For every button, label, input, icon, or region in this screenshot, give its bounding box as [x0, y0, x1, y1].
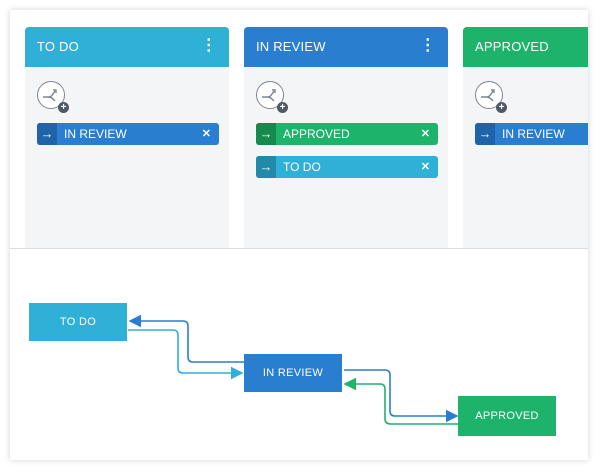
arrow-right-icon: →: [256, 156, 276, 178]
plus-icon: +: [58, 102, 69, 113]
column-title: APPROVED: [475, 39, 549, 54]
column-header: IN REVIEW ⋮: [244, 27, 448, 67]
branch-icon: [481, 89, 495, 102]
transition-tag[interactable]: → IN REVIEW: [475, 123, 588, 145]
edge-to-do-to-in-review: [128, 329, 244, 380]
column-approved: APPROVED + → IN REVIEW: [463, 27, 588, 257]
column-title: IN REVIEW: [256, 39, 326, 54]
close-icon[interactable]: ✕: [420, 161, 430, 173]
add-transition-button[interactable]: +: [37, 81, 69, 113]
workflow-board: TO DO ⋮ + → IN REVIEW ✕ IN REVIEW ⋮: [10, 10, 588, 257]
transition-label: IN REVIEW: [502, 127, 565, 141]
transition-label: TO DO: [283, 160, 321, 174]
workflow-diagram: TO DO IN REVIEW APPROVED: [10, 249, 588, 460]
diagram-node-approved[interactable]: APPROVED: [458, 396, 556, 436]
transition-label: APPROVED: [283, 127, 350, 141]
column-header: APPROVED: [463, 27, 588, 67]
branch-icon: [262, 89, 276, 102]
kebab-menu-icon[interactable]: ⋮: [200, 37, 217, 54]
close-icon[interactable]: ✕: [201, 128, 211, 140]
plus-icon: +: [496, 102, 507, 113]
transition-tag[interactable]: → IN REVIEW ✕: [37, 123, 219, 145]
diagram-node-in-review[interactable]: IN REVIEW: [244, 354, 342, 392]
workflow-editor: TO DO ⋮ + → IN REVIEW ✕ IN REVIEW ⋮: [10, 10, 588, 460]
plus-icon: +: [277, 102, 288, 113]
add-transition-button[interactable]: +: [475, 81, 507, 113]
panel-divider: [10, 248, 588, 249]
transition-tag[interactable]: → APPROVED ✕: [256, 123, 438, 145]
column-title: TO DO: [37, 39, 79, 54]
close-icon[interactable]: ✕: [420, 128, 430, 140]
diagram-edges: [128, 314, 459, 425]
column-in-review: IN REVIEW ⋮ + → APPROVED ✕ → TO DO ✕: [244, 27, 448, 257]
arrow-right-icon: →: [37, 123, 57, 145]
edge-approved-to-in-review: [343, 377, 458, 425]
arrow-right-icon: →: [256, 123, 276, 145]
arrow-right-icon: →: [475, 123, 495, 145]
kebab-menu-icon[interactable]: ⋮: [419, 37, 436, 54]
diagram-node-to-do[interactable]: TO DO: [29, 303, 127, 341]
transition-tag[interactable]: → TO DO ✕: [256, 156, 438, 178]
column-to-do: TO DO ⋮ + → IN REVIEW ✕: [25, 27, 229, 257]
transition-label: IN REVIEW: [64, 127, 127, 141]
branch-icon: [43, 89, 57, 102]
add-transition-button[interactable]: +: [256, 81, 288, 113]
edge-in-review-to-to-do: [128, 314, 244, 363]
column-header: TO DO ⋮: [25, 27, 229, 67]
edge-in-review-to-approved: [344, 369, 459, 423]
